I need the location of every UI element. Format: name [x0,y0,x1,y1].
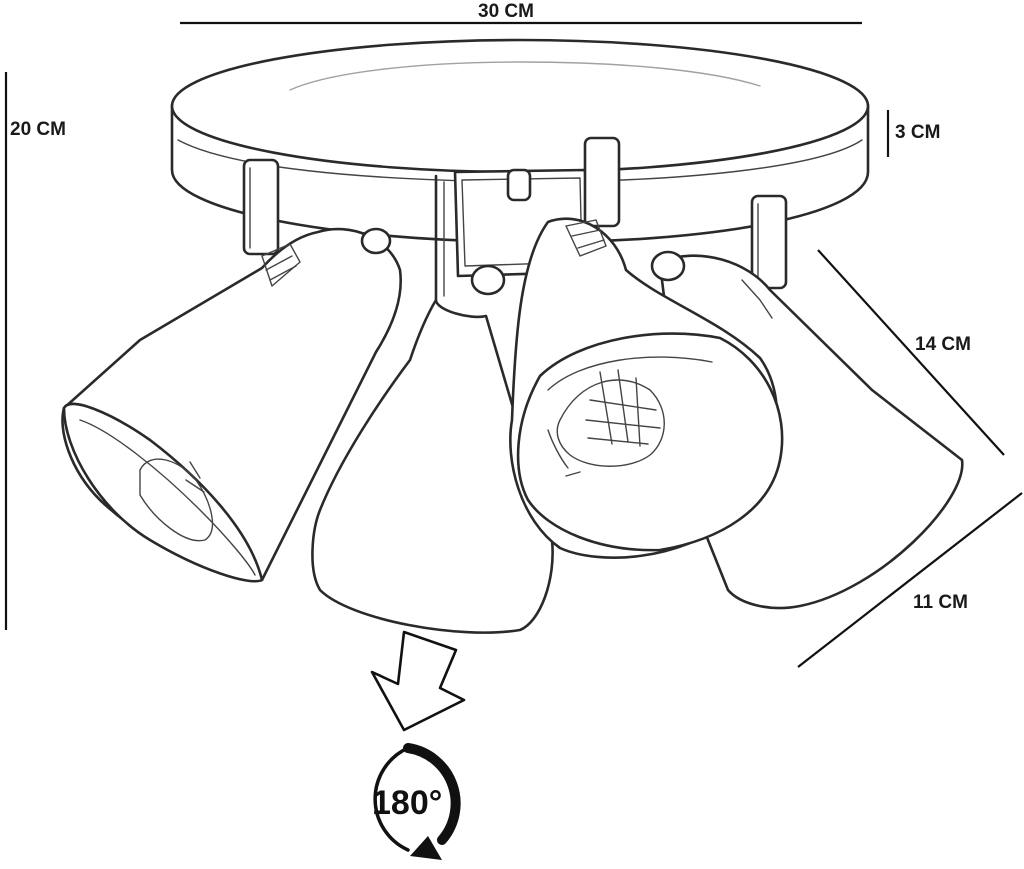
dimension-lines [4,21,1023,668]
base-thickness-label: 3 CM [895,122,940,143]
stem-right [750,194,788,290]
mounting-stems [242,136,788,290]
shade-diameter-label: 11 CM [913,592,968,613]
stem-left [242,158,280,256]
rotation-label: 180° [372,784,442,822]
height-label: 20 CM [10,119,66,140]
stem-center-right [583,136,621,228]
shade-length-dimension-line [817,249,1005,456]
hollow-down-arrow-icon [370,630,466,732]
rotate-180-icon: 180° [372,743,461,860]
lamp-shade-left [61,227,402,583]
shade-diameter-dimension-line [797,492,1023,668]
lamp-shade-center [311,174,554,634]
width-label: 30 CM [478,1,534,22]
rotation-arrowhead [410,836,442,860]
bulb-filament [547,369,665,477]
lamp-shade-front-right [509,217,784,559]
shade-length-label: 14 CM [915,334,971,355]
